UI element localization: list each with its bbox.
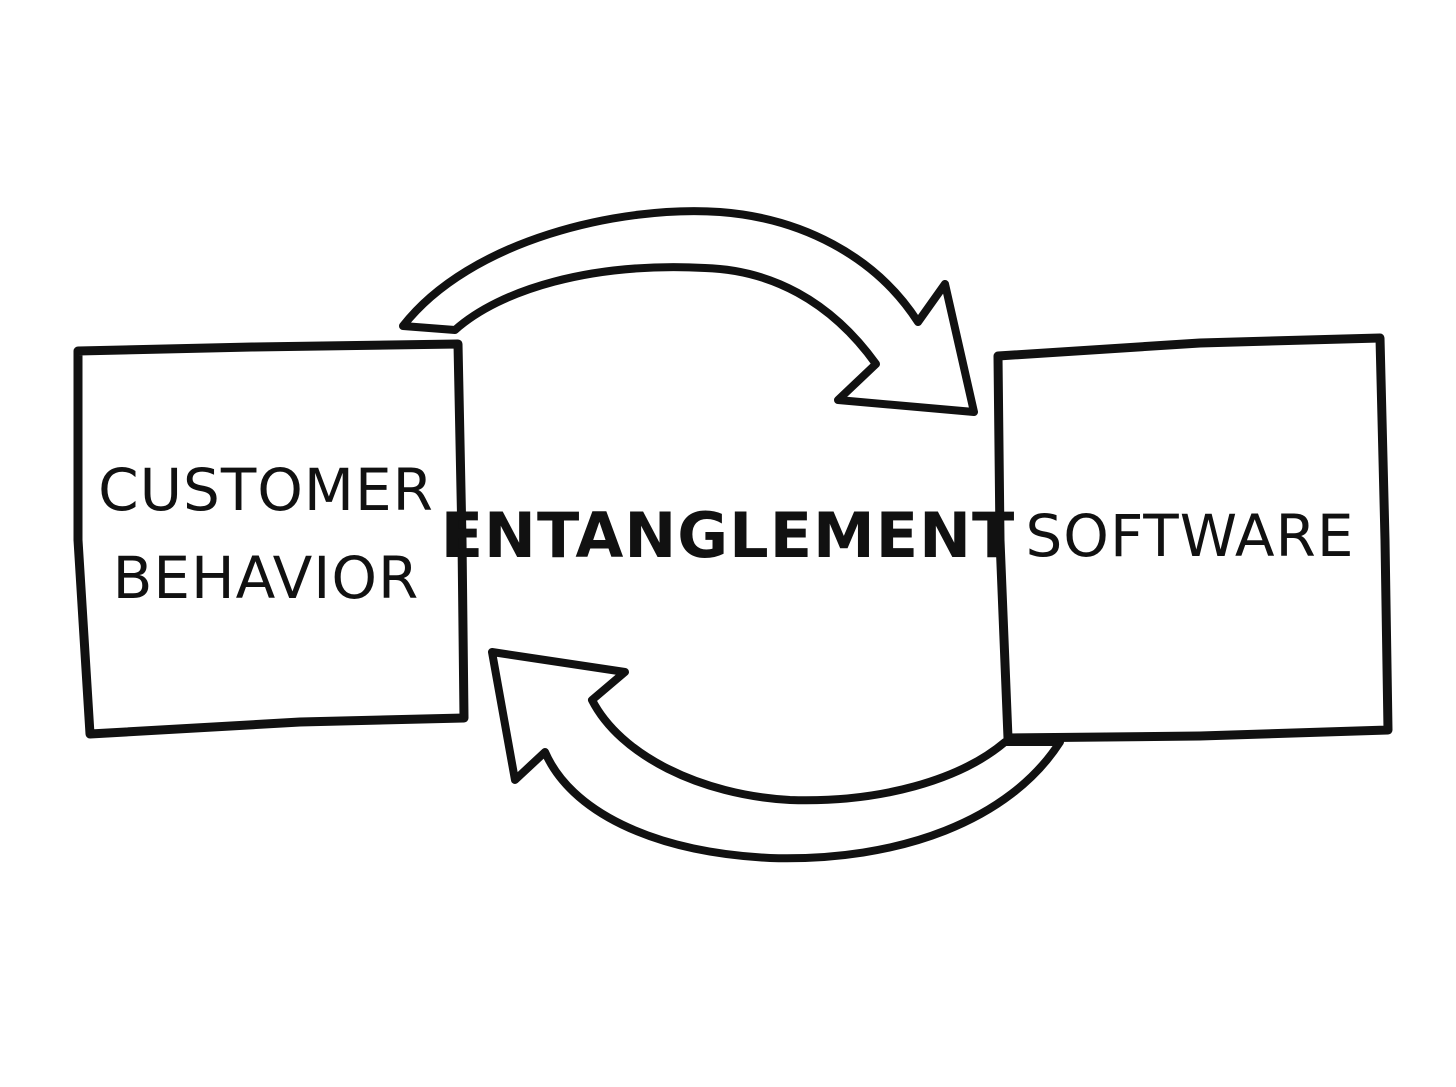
software-label: SOFTWARE: [1025, 502, 1354, 570]
customer-label: CUSTOMER: [98, 456, 434, 524]
customer-behavior-box: [73, 339, 469, 739]
bottom-cycle-arrow: [488, 648, 1064, 863]
behavior-label: BEHAVIOR: [113, 544, 420, 612]
entanglement-label: ENTANGLEMENT: [441, 499, 1016, 572]
top-cycle-arrow: [399, 207, 978, 416]
software-box: [993, 333, 1393, 743]
